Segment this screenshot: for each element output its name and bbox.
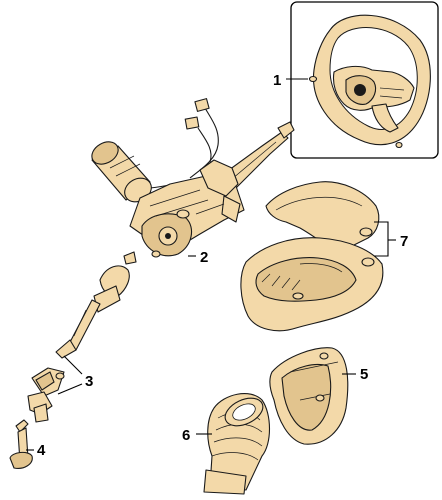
lower-column-cover <box>269 347 349 445</box>
steering-wheel-inset <box>290 1 439 159</box>
bolt-icon <box>308 75 318 83</box>
steering-wheel <box>312 14 431 146</box>
eps-motor <box>91 141 152 203</box>
callout-7: 7 <box>400 233 408 250</box>
callout-1: 1 <box>273 72 281 89</box>
lower-column-shroud <box>240 237 384 332</box>
bolt-part <box>9 419 33 469</box>
universal-joint <box>27 367 65 423</box>
callout-2: 2 <box>200 249 208 266</box>
callout-3: 3 <box>85 373 93 390</box>
upper-column-cover <box>265 181 380 253</box>
callout-5: 5 <box>360 366 368 383</box>
steering-column-assembly <box>91 98 295 258</box>
screw-icon <box>395 141 403 149</box>
column-boot <box>203 393 271 495</box>
callout-4: 4 <box>37 442 46 459</box>
intermediate-shaft <box>55 251 137 359</box>
callout-6: 6 <box>182 427 190 444</box>
